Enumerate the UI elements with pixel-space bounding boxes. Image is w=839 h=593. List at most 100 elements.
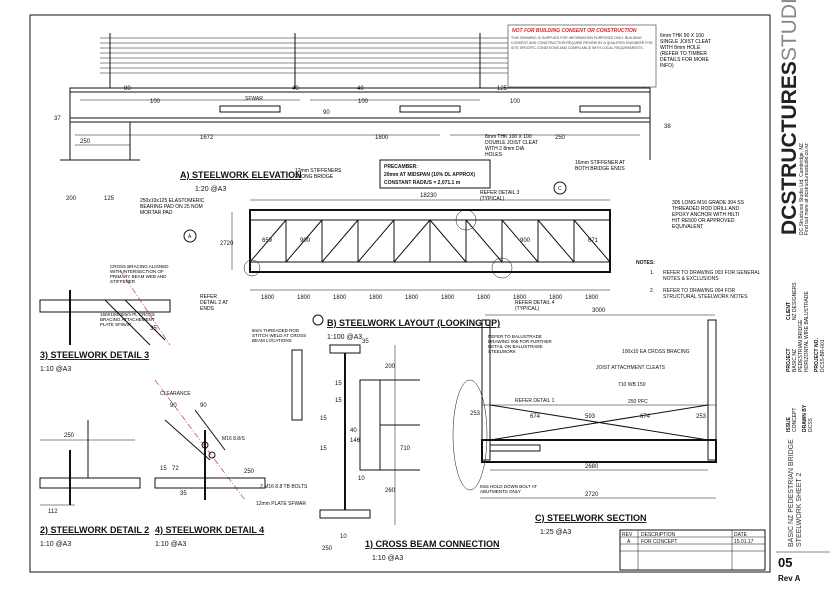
svg-text:2 M16 8.8 TB BOLTS: 2 M16 8.8 TB BOLTS — [260, 484, 308, 490]
svg-text:253: 253 — [696, 414, 707, 420]
refer-detail-3: REFER DETAIL 3 (TYPICAL) — [480, 190, 520, 202]
svg-text:112: 112 — [48, 509, 58, 515]
svg-text:710: 710 — [400, 446, 411, 452]
bay-dimension: 1800 — [405, 295, 419, 301]
title-block: DCSTRUCTURESSTUDIO DC Structures Studio … — [776, 0, 830, 583]
truss-diagonal — [429, 219, 467, 263]
truss-diagonal — [537, 219, 575, 263]
svg-text:15: 15 — [335, 398, 342, 404]
svg-text:FOR CONCEPT: FOR CONCEPT — [641, 539, 677, 545]
svg-text:900: 900 — [520, 238, 531, 244]
balustrade-refer-note: REFER TO BALUSTRADE DRAWING 006 FOR FURT… — [488, 334, 552, 354]
svg-text:NZ DESIGNERS: NZ DESIGNERS — [792, 282, 798, 320]
single-cleat-note: 6mm THK 90 X 100 SINGLE JOIST CLEAT WITH… — [660, 33, 711, 69]
bay-dimension: 1800 — [297, 295, 311, 301]
svg-text:80: 80 — [124, 86, 131, 92]
warning-box: NOT FOR BUILDING CONSENT OR CONSTRUCTION… — [507, 24, 657, 88]
svg-text:674: 674 — [640, 414, 651, 420]
svg-text:250 PFC: 250 PFC — [628, 399, 648, 405]
svg-text:40: 40 — [292, 86, 299, 92]
elevation-scale: 1:20 @A3 — [195, 186, 226, 193]
svg-text:15: 15 — [320, 446, 327, 452]
svg-text:REFER DETAIL 1: REFER DETAIL 1 — [515, 398, 555, 404]
svg-text:90: 90 — [170, 403, 177, 409]
bay-dimension: 1800 — [549, 295, 563, 301]
precamber-box: PRECAMBER: 20mm AT MIDSPAN (10% DL APPRO… — [379, 159, 491, 189]
truss-diagonal — [393, 219, 431, 263]
detail3-scale: 1:10 @A3 — [40, 366, 71, 373]
svg-text:STEELWORK SHEET 2: STEELWORK SHEET 2 — [796, 472, 803, 547]
svg-text:Find out more at dcstructuress: Find out more at dcstructuresstudio.co.n… — [804, 143, 810, 235]
detail3-plate-note: 150X150X8mm PL CROSS BRACING ATTACHEMENT… — [100, 312, 155, 327]
svg-text:DRAWN BY: DRAWN BY — [802, 404, 808, 432]
bay-dimension: 1800 — [441, 295, 455, 301]
svg-text:JOIST ATTACHMENT CLEATS: JOIST ATTACHMENT CLEATS — [596, 365, 666, 371]
truss-diagonal — [321, 219, 359, 263]
svg-text:40: 40 — [357, 86, 364, 92]
detail2-scale: 1:10 @A3 — [40, 541, 71, 548]
svg-text:NOTES:: NOTES: — [636, 260, 655, 266]
svg-text:100: 100 — [358, 99, 369, 105]
svg-text:SFWAR: SFWAR — [245, 96, 263, 102]
svg-text:674: 674 — [530, 414, 541, 420]
truss-diagonal — [357, 219, 395, 263]
steelwork-section: 3000 253 674 593 674 253 2680 2720 REFER… — [452, 308, 717, 536]
threaded-rod-note: 8mm THREADED ROD STITCH WELD AT CROSS BE… — [252, 328, 307, 343]
bay-dimension: 1800 — [333, 295, 347, 301]
svg-text:PRECAMBER:: PRECAMBER: — [384, 164, 418, 170]
svg-text:20mm AT MIDSPAN (10% DL APPROX: 20mm AT MIDSPAN (10% DL APPROX) — [384, 172, 475, 178]
warning-body-2: REVIEW BY A QUALIFIED ENGINEER FOR SITE … — [511, 41, 653, 50]
svg-text:15: 15 — [320, 416, 327, 422]
svg-text:15: 15 — [335, 381, 342, 387]
svg-text:671: 671 — [588, 238, 599, 244]
svg-text:HORIZONTAL WIRE BALUSTRADE: HORIZONTAL WIRE BALUSTRADE — [804, 290, 810, 372]
steelwork-detail-3: CROSS BRACING ALIGNED WITH INTERSECTION … — [39, 264, 171, 373]
svg-text:M16 8.8/S: M16 8.8/S — [222, 436, 245, 442]
truss-diagonal — [285, 219, 323, 263]
svg-text:72: 72 — [172, 466, 179, 472]
svg-text:ISSUE: ISSUE — [786, 416, 792, 432]
svg-text:37: 37 — [54, 116, 61, 122]
section-title: C) STEELWORK SECTION — [535, 513, 647, 523]
svg-text:250: 250 — [244, 469, 255, 475]
svg-text:250: 250 — [64, 433, 75, 439]
svg-text:710 WB 150: 710 WB 150 — [618, 382, 646, 388]
section-scale: 1:25 @A3 — [540, 529, 571, 536]
layout-scale: 1:100 @A3 — [327, 334, 362, 341]
svg-text:100: 100 — [510, 99, 521, 105]
truss-diagonal — [573, 219, 611, 263]
detail3-bracing-note: CROSS BRACING ALIGNED WITH INTERSECTION … — [110, 264, 169, 284]
svg-text:REV: REV — [622, 532, 633, 538]
svg-text:2680: 2680 — [585, 464, 599, 470]
svg-text:NOT FOR BUILDING CONSENT OR CO: NOT FOR BUILDING CONSENT OR CONSTRUCTION — [512, 28, 637, 34]
svg-text:35: 35 — [150, 326, 157, 332]
svg-text:1672: 1672 — [200, 135, 214, 141]
svg-text:3000: 3000 — [592, 308, 606, 314]
svg-text:659: 659 — [262, 238, 273, 244]
svg-text:1800: 1800 — [375, 135, 389, 141]
svg-text:200: 200 — [66, 196, 77, 202]
svg-text:250: 250 — [322, 546, 333, 552]
svg-text:593: 593 — [585, 414, 596, 420]
svg-text:125: 125 — [104, 196, 115, 202]
svg-text:CLEARANCE: CLEARANCE — [160, 391, 191, 397]
steelwork-detail-2: 250 112 2) STEELWORK DETAIL 2 1:10 @A3 — [39, 420, 149, 548]
stiffener-note: 12mm STIFFENERS ALONG BRIDGE — [295, 168, 342, 180]
svg-text:DCSS: DCSS — [808, 417, 814, 432]
svg-text:100: 100 — [150, 99, 161, 105]
detail2-title: 2) STEELWORK DETAIL 2 — [40, 525, 149, 535]
svg-text:2720: 2720 — [220, 241, 234, 247]
svg-text:PEDESTRIAN BRIDGE: PEDESTRIAN BRIDGE — [798, 319, 804, 372]
svg-text:BASIC NZ PEDESTRIAN BRIDGE: BASIC NZ PEDESTRIAN BRIDGE — [788, 439, 795, 547]
svg-text:CONCEPT: CONCEPT — [792, 408, 798, 432]
svg-text:125: 125 — [497, 86, 508, 92]
svg-text:10: 10 — [358, 476, 365, 482]
svg-text:1.: 1. — [650, 270, 654, 276]
svg-text:90: 90 — [323, 110, 330, 116]
svg-text:146: 146 — [350, 438, 361, 444]
detail3-title: 3) STEELWORK DETAIL 3 — [40, 350, 149, 360]
crossbeam-title: 1) CROSS BEAM CONNECTION — [365, 539, 500, 549]
svg-text:260: 260 — [385, 488, 396, 494]
